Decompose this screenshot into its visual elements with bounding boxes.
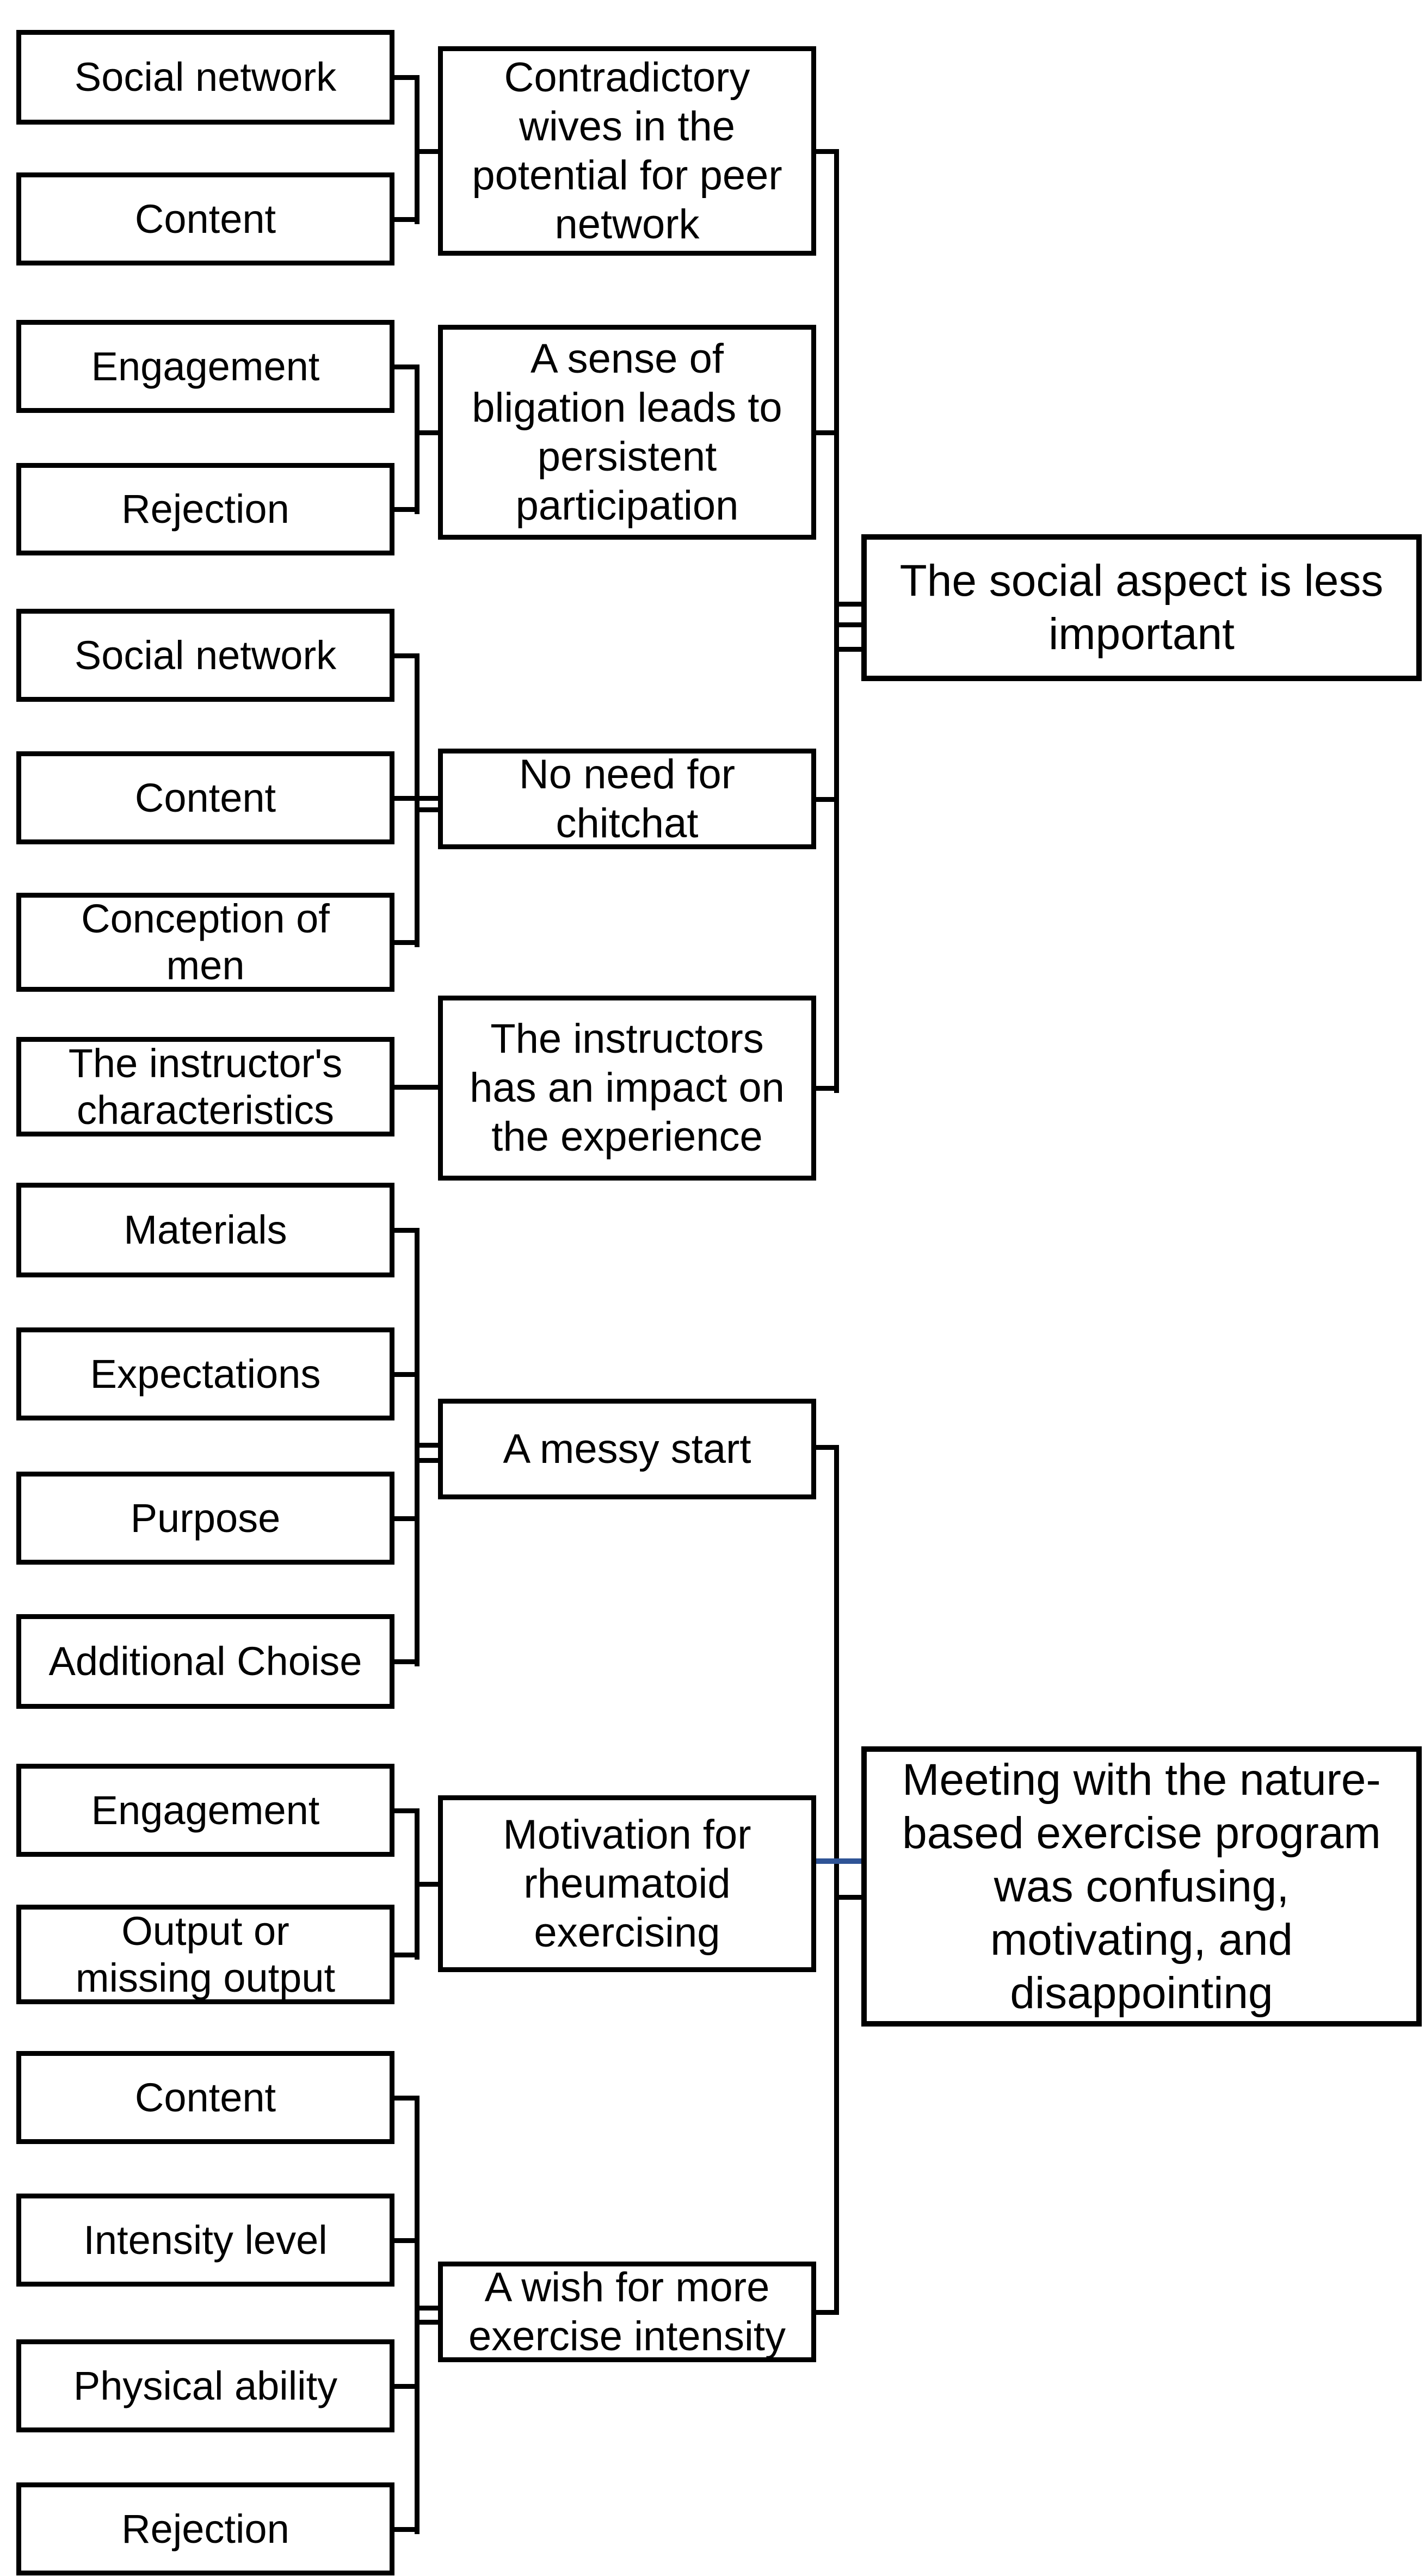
connector-tick <box>420 807 438 812</box>
code-box-rejection-1: Rejection <box>16 463 394 555</box>
code-box-intensity-level: Intensity level <box>16 2194 394 2287</box>
theme-box-meeting-nature-based-program: Meeting with the nature- based exercise … <box>861 1746 1422 2027</box>
connector-stub <box>394 75 420 80</box>
connector-stub <box>394 796 438 801</box>
code-box-materials: Materials <box>16 1183 394 1277</box>
connector-bracket-group1 <box>415 77 420 224</box>
code-box-content-1: Content <box>16 172 394 265</box>
connector-stub <box>816 2310 839 2315</box>
connector-bracket-group7 <box>415 2098 420 2534</box>
connector-tick <box>420 1443 438 1448</box>
connector-stub <box>394 1516 420 1521</box>
code-box-instructors-characteristics: The instructor's characteristics <box>16 1037 394 1136</box>
connector-stub <box>816 1086 839 1091</box>
connector-stub <box>394 2384 420 2389</box>
connector-blue-line <box>816 1858 861 1864</box>
subtheme-box-no-need-for-chitchat: No need for chitchat <box>438 749 816 849</box>
connector-stub-instructor-direct <box>394 1085 438 1090</box>
connector-tick <box>420 1882 438 1887</box>
connector-bracket-group2 <box>415 367 420 514</box>
connector-trunk-bottom <box>834 1445 839 2315</box>
code-box-rejection-2: Rejection <box>16 2482 394 2575</box>
subtheme-box-wish-more-intensity: A wish for more exercise intensity <box>438 2262 816 2362</box>
connector-tick <box>839 647 861 652</box>
connector-stub <box>394 653 420 658</box>
code-box-purpose: Purpose <box>16 1472 394 1565</box>
connector-stub <box>816 149 839 154</box>
connector-bracket-group6 <box>415 1811 420 1960</box>
code-box-output-or-missing-output: Output or missing output <box>16 1905 394 2004</box>
subtheme-box-instructors-impact: The instructors has an impact on the exp… <box>438 996 816 1181</box>
connector-tick <box>420 2306 438 2311</box>
connector-tick <box>839 622 861 627</box>
connector-stub <box>394 365 420 369</box>
connector-bracket-group5 <box>415 1230 420 1666</box>
connector-tick <box>420 1458 438 1463</box>
connector-tick <box>420 149 438 154</box>
connector-stub <box>816 797 839 802</box>
connector-bracket-group3 <box>415 656 420 947</box>
subtheme-box-sense-of-obligation: A sense of bligation leads to persistent… <box>438 325 816 540</box>
code-box-physical-ability: Physical ability <box>16 2339 394 2432</box>
connector-stub <box>394 1659 420 1664</box>
connector-tick <box>420 2320 438 2325</box>
connector-trunk-top <box>834 149 839 1093</box>
code-box-social-network-2: Social network <box>16 609 394 702</box>
connector-stub <box>394 1808 420 1813</box>
code-box-content-2: Content <box>16 751 394 844</box>
connector-stub <box>394 1228 420 1233</box>
connector-stub <box>394 1953 420 1957</box>
connector-tick <box>839 1895 861 1900</box>
subtheme-box-messy-start: A messy start <box>438 1399 816 1499</box>
theme-box-social-aspect-less-important: The social aspect is less important <box>861 534 1422 681</box>
connector-stub <box>394 2096 420 2101</box>
connector-tick <box>420 430 438 435</box>
code-box-additional-choise: Additional Choise <box>16 1614 394 1709</box>
connector-stub <box>394 940 420 945</box>
connector-stub <box>816 1445 839 1450</box>
connector-stub <box>394 2238 420 2243</box>
subtheme-box-motivation-rheumatoid: Motivation for rheumatoid exercising <box>438 1795 816 1972</box>
code-box-conception-of-men: Conception of men <box>16 893 394 992</box>
connector-stub <box>816 430 839 435</box>
code-box-engagement-1: Engagement <box>16 320 394 413</box>
connector-tick <box>839 602 861 607</box>
subtheme-box-contradictory-wives: Contradictory wives in the potential for… <box>438 46 816 256</box>
connector-stub <box>394 217 420 222</box>
code-box-engagement-2: Engagement <box>16 1764 394 1857</box>
connector-stub <box>394 2527 420 2532</box>
connector-stub <box>394 1372 420 1377</box>
code-box-content-3: Content <box>16 2051 394 2144</box>
connector-stub <box>394 507 420 512</box>
code-box-social-network-1: Social network <box>16 30 394 125</box>
code-box-expectations: Expectations <box>16 1327 394 1420</box>
